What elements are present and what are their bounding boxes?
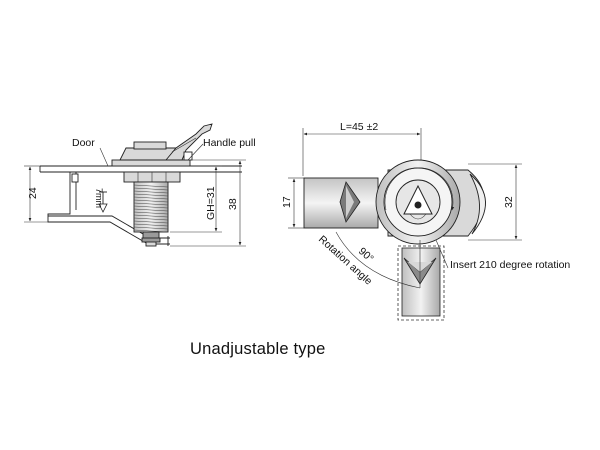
- rotation-angle-arc: [335, 231, 421, 289]
- rotated-cam: [397, 245, 445, 321]
- thread-line: [133, 229, 169, 233]
- thread-line: [133, 226, 169, 230]
- thread-line: [133, 187, 169, 191]
- thread-line: [133, 184, 169, 188]
- thread-line: [133, 208, 169, 212]
- handle-pull-leader: [187, 143, 204, 161]
- dim-17-label: 17: [281, 196, 293, 208]
- dim-32-label: 32: [503, 196, 515, 208]
- thread-line: [133, 202, 169, 206]
- dim-L-label: L=45 ±2: [340, 121, 378, 133]
- threaded-body: [133, 181, 169, 233]
- thread-line: [133, 220, 169, 224]
- dim-24-label: 24: [27, 187, 39, 199]
- angle-90-label: 90°: [356, 245, 376, 265]
- insert-rotation-leader: [435, 239, 449, 269]
- travel-arrow: [98, 191, 108, 213]
- dim-38-label: 38: [227, 198, 239, 210]
- thread-line: [133, 205, 169, 209]
- thread-line: [133, 217, 169, 221]
- caption: Unadjustable type: [190, 340, 326, 358]
- dim-17: [288, 177, 304, 229]
- cam-arm: [303, 177, 379, 229]
- dim-24: [24, 165, 48, 223]
- hex-nut: [123, 171, 181, 183]
- dim-32: [468, 163, 522, 241]
- thread-line: [133, 190, 169, 194]
- door-leader: [99, 147, 109, 167]
- dim-38: [170, 159, 246, 247]
- bottom-screw: [141, 231, 161, 247]
- thread-line: [133, 214, 169, 218]
- thread-line: [133, 211, 169, 215]
- dim-gh-label: GH=31: [205, 186, 217, 220]
- thread-line: [133, 196, 169, 200]
- lock-face: [375, 159, 461, 245]
- handle-pull-label: Handle pull: [203, 137, 256, 149]
- top-view: L=45 ±2 17 32: [281, 121, 570, 321]
- insert-rotation-arc: [384, 167, 455, 211]
- thread-line: [133, 223, 169, 227]
- thread-line: [133, 199, 169, 203]
- door-label: Door: [72, 137, 95, 149]
- thread-line: [133, 193, 169, 197]
- side-view: 7mm Door Handle pull 24 GH=31 38: [24, 123, 256, 247]
- dim-gh: [170, 165, 222, 233]
- dim-7mm-label: 7mm: [94, 188, 104, 208]
- insert-rotation-label: Insert 210 degree rotation: [450, 259, 570, 271]
